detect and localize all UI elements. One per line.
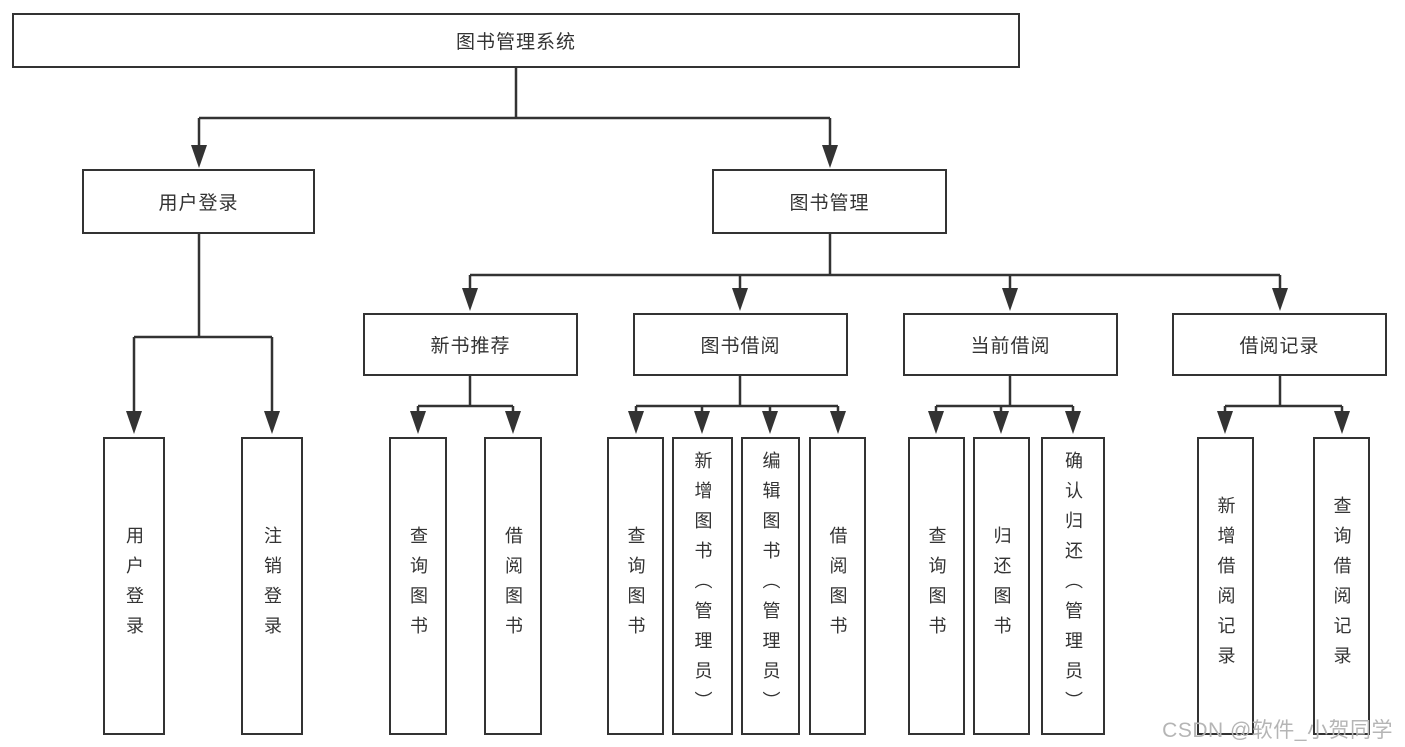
- leaf-newbook-borrow-books: 借阅图书: [484, 437, 542, 735]
- leaf-borrow-borrow-books: 借阅图书: [809, 437, 866, 735]
- arrowhead: [822, 145, 838, 168]
- arrowhead: [264, 411, 280, 434]
- arrowhead: [1065, 411, 1081, 434]
- node-new-book-recommend-label: 新书推荐: [430, 336, 511, 357]
- watermark: CSDN @软件_小贺同学: [1162, 719, 1393, 742]
- leaf-records-add-record: 新增借阅记录: [1197, 437, 1254, 735]
- arrowhead: [628, 411, 644, 434]
- leaf-borrow-query-books: 查询图书: [607, 437, 664, 735]
- arrowhead: [928, 411, 944, 434]
- arrowhead: [732, 288, 748, 311]
- node-system-label: 图书管理系统: [455, 32, 576, 53]
- leaf-current-query-books-label: 查询图书: [926, 526, 947, 646]
- node-system: 图书管理系统: [12, 13, 1020, 68]
- leaf-current-confirm-return-admin-label: 确认归还（管理员）: [1063, 451, 1083, 721]
- leaf-user-login-label: 用户登录: [124, 526, 144, 646]
- node-current-borrow: 当前借阅: [903, 313, 1118, 376]
- leaf-logout: 注销登录: [241, 437, 303, 735]
- node-borrow-records: 借阅记录: [1172, 313, 1387, 376]
- leaf-current-confirm-return-admin: 确认归还（管理员）: [1041, 437, 1105, 735]
- leaf-current-return-books: 归还图书: [973, 437, 1030, 735]
- arrowhead: [1272, 288, 1288, 311]
- leaf-borrow-add-books-admin: 新增图书（管理员）: [672, 437, 733, 735]
- leaf-newbook-query-books-label: 查询图书: [408, 526, 428, 646]
- node-book-management: 图书管理: [712, 169, 947, 234]
- leaf-borrow-edit-books-admin: 编辑图书（管理员）: [741, 437, 800, 735]
- leaf-borrow-edit-books-admin-label: 编辑图书（管理员）: [760, 451, 781, 721]
- node-borrow-records-label: 借阅记录: [1239, 336, 1320, 357]
- leaf-user-login: 用户登录: [103, 437, 165, 735]
- leaf-records-add-record-label: 新增借阅记录: [1215, 496, 1236, 676]
- leaf-current-query-books: 查询图书: [908, 437, 965, 735]
- node-book-management-label: 图书管理: [789, 193, 870, 214]
- leaf-current-return-books-label: 归还图书: [991, 526, 1012, 646]
- leaf-borrow-borrow-books-label: 借阅图书: [827, 526, 848, 646]
- node-book-borrow: 图书借阅: [633, 313, 848, 376]
- arrowhead: [410, 411, 426, 434]
- arrowhead: [126, 411, 142, 434]
- node-user-login: 用户登录: [82, 169, 315, 234]
- leaf-borrow-add-books-admin-label: 新增图书（管理员）: [692, 451, 713, 721]
- arrowhead: [462, 288, 478, 311]
- arrowhead: [993, 411, 1009, 434]
- arrowhead: [1217, 411, 1233, 434]
- leaf-logout-label: 注销登录: [262, 526, 282, 646]
- leaf-records-query-record-label: 查询借阅记录: [1331, 496, 1352, 676]
- node-user-login-label: 用户登录: [158, 193, 239, 214]
- node-new-book-recommend: 新书推荐: [363, 313, 578, 376]
- leaf-borrow-query-books-label: 查询图书: [625, 526, 646, 646]
- arrowhead: [505, 411, 521, 434]
- arrowhead: [1334, 411, 1350, 434]
- node-book-borrow-label: 图书借阅: [700, 336, 781, 357]
- arrowhead: [762, 411, 778, 434]
- leaf-records-query-record: 查询借阅记录: [1313, 437, 1370, 735]
- arrowhead: [830, 411, 846, 434]
- arrowhead: [694, 411, 710, 434]
- arrowhead: [1002, 288, 1018, 311]
- leaf-newbook-query-books: 查询图书: [389, 437, 447, 735]
- leaf-newbook-borrow-books-label: 借阅图书: [503, 526, 523, 646]
- node-current-borrow-label: 当前借阅: [970, 336, 1051, 357]
- arrowhead: [191, 145, 207, 168]
